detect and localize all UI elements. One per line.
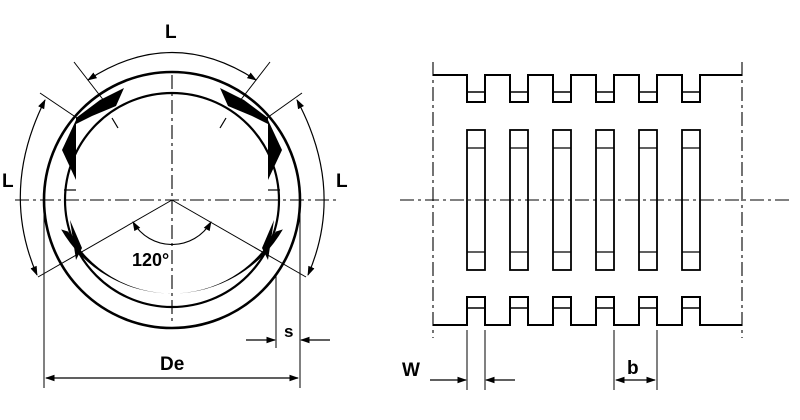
ring-front-view: 120° L L L De s: [2, 22, 348, 388]
radial-line-left: [37, 199, 173, 278]
right-side-pad: [268, 120, 282, 180]
slot: [509, 129, 529, 271]
right-bottom-pad: [262, 220, 274, 260]
slot: [466, 129, 486, 271]
left-arc-label: L: [2, 171, 14, 192]
top-arc-label: L: [165, 22, 177, 43]
left-side-pad: [62, 120, 76, 180]
left-arc-extension-top: [39, 92, 81, 121]
right-arc-dimension: [296, 99, 325, 276]
width-label: W: [402, 360, 420, 381]
left-arc-dimension: [19, 99, 46, 276]
right-arc-extension-top: [263, 92, 303, 121]
top-arc-extension-right: [235, 61, 271, 107]
top-right-pad: [220, 88, 268, 124]
ring-tick: [219, 117, 227, 129]
slot: [552, 129, 572, 271]
slot: [638, 129, 658, 271]
top-left-pad: [76, 88, 124, 124]
top-arc-dimension: [87, 51, 257, 81]
slot: [595, 129, 615, 271]
gap-label: s: [284, 322, 293, 341]
pitch-label: b: [627, 358, 639, 379]
angle-label: 120°: [132, 250, 169, 270]
angle-arc: [132, 221, 212, 246]
radial-line-right: [171, 199, 307, 278]
ring-tick: [111, 117, 119, 129]
strip-bottom-edge: [433, 296, 742, 326]
slot: [681, 129, 701, 271]
top-arc-extension-left: [73, 61, 109, 107]
left-bottom-pad: [70, 220, 82, 260]
right-arc-label: L: [336, 171, 348, 192]
strip-slots: [466, 129, 701, 271]
strip-top-edge: [433, 74, 742, 103]
diameter-label: De: [160, 354, 184, 375]
strip-side-view: W b: [400, 62, 790, 390]
